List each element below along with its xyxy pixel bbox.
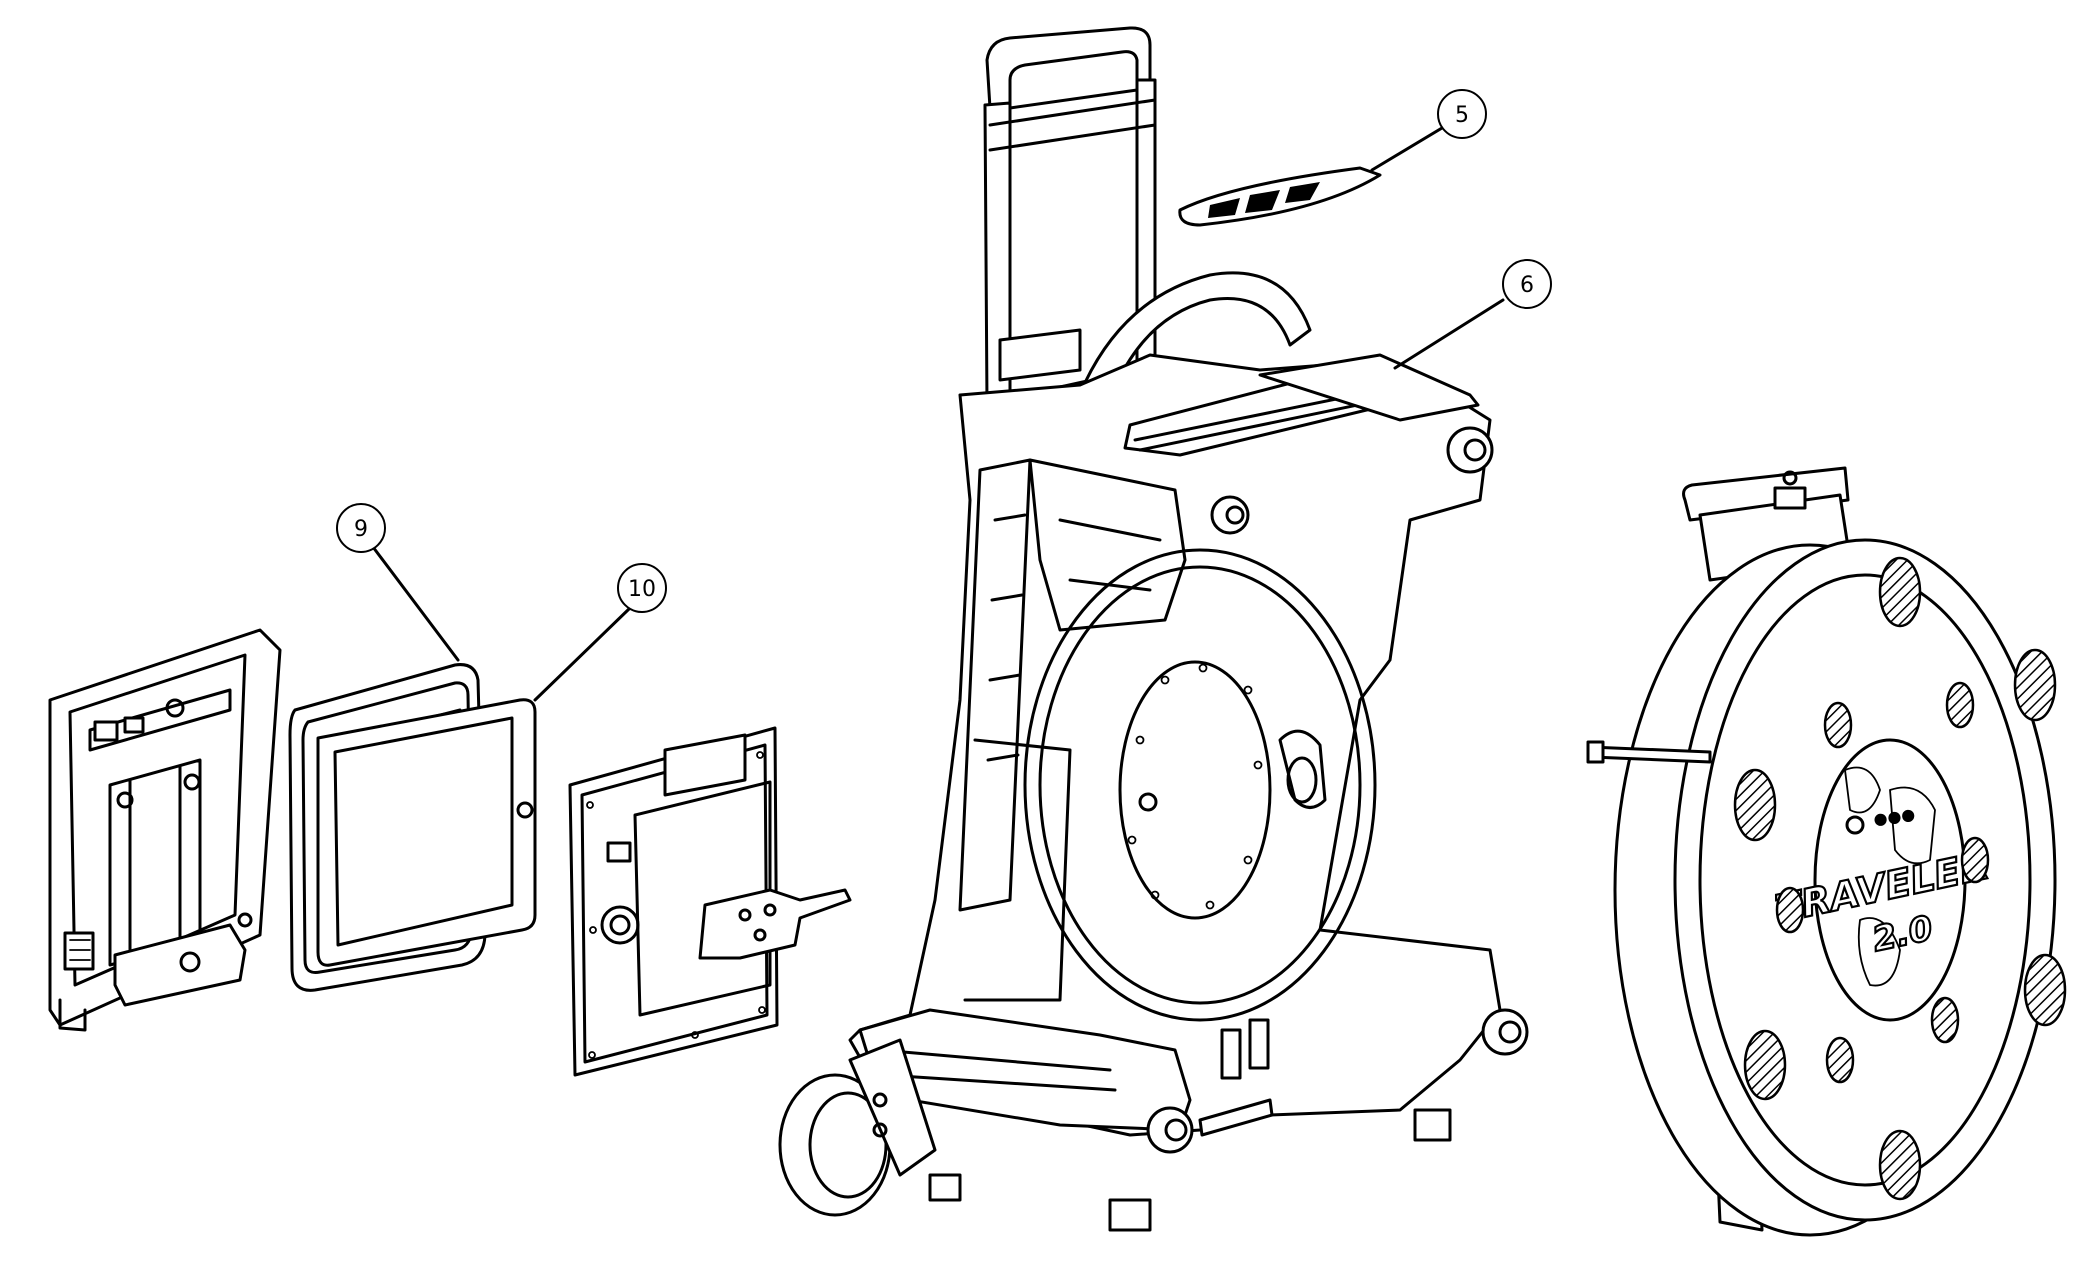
leader-line-5 — [1370, 126, 1444, 172]
reel-cover: ●●● TRAVELER 2.0 — [1586, 466, 2067, 1237]
reel-hub-logo — [1813, 738, 1967, 1022]
leader-line-10 — [533, 606, 632, 702]
callout-5: 5 — [1437, 89, 1487, 139]
circuit-board-panel — [568, 726, 852, 1077]
leader-line-9 — [371, 545, 460, 662]
reel-frame-main — [778, 26, 1529, 1232]
tablet-part-10 — [316, 698, 537, 967]
callout-9: 9 — [336, 503, 386, 553]
label-plate-part-5 — [1178, 166, 1382, 227]
callout-10-label: 10 — [628, 577, 656, 602]
handle-grip — [985, 26, 1152, 110]
leader-line-6 — [1393, 298, 1505, 370]
callout-5-label: 5 — [1455, 103, 1469, 128]
callout-6: 6 — [1502, 259, 1552, 309]
callout-6-label: 6 — [1520, 273, 1534, 298]
drum-hub-plate — [1118, 660, 1272, 920]
mounting-bracket-panel — [48, 628, 282, 1032]
callout-10: 10 — [617, 563, 667, 613]
callout-9-label: 9 — [354, 517, 368, 542]
leader-lines — [371, 126, 1505, 702]
